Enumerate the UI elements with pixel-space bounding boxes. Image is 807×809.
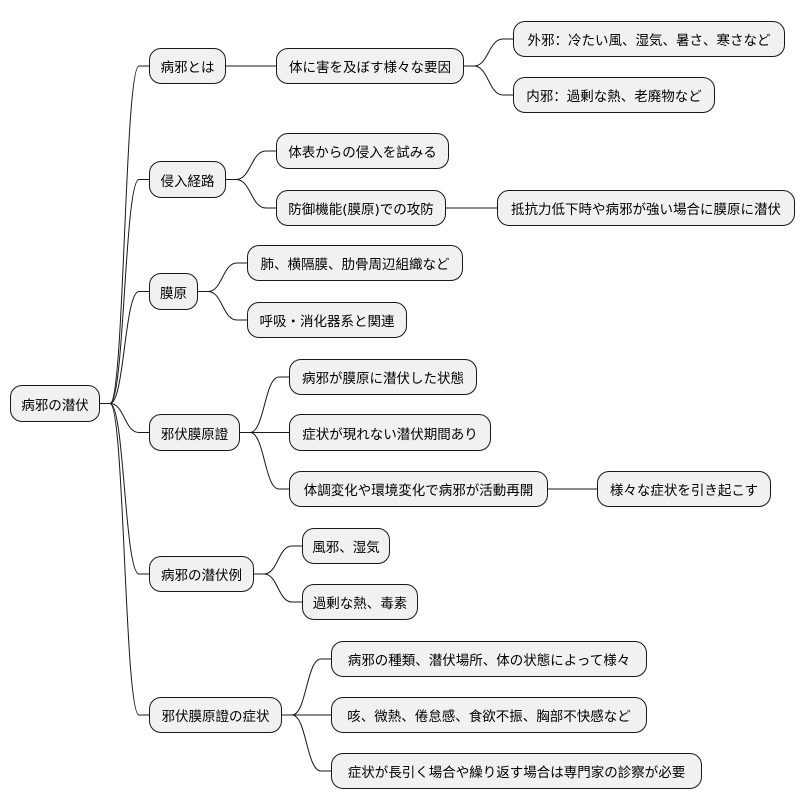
mindmap-root-node: 病邪の潜伏 [10,385,100,422]
mindmap-node: 邪伏膜原證の症状 [149,697,282,733]
edge-root-n1 [100,65,149,404]
mindmap-node: 症状が長引く場合や繰り返す場合は専門家の診察が必要 [331,753,702,789]
mindmap-node: 肺、横隔膜、肋骨周辺組織など [247,245,463,281]
edge-root-n5 [100,403,149,575]
edge-root-n4 [100,403,149,433]
edge-n4-n4c [240,432,289,490]
edge-root-n2 [100,179,149,404]
mindmap-node: 過剰な熱、毒素 [302,584,418,620]
mindmap-node: 体表からの侵入を試みる [276,133,449,169]
mindmap-node: 体に害を及ぼす様々な要因 [276,48,464,84]
mindmap-node: 様々な症状を引き起こす [597,471,771,507]
mindmap-node: 膜原 [149,273,198,310]
mindmap-node: 病邪とは [149,48,226,84]
edge-n6-n6c [282,714,331,772]
mindmap-node: 症状が現れない潜伏期間あり [289,414,491,451]
edge-n1a-n1a1 [464,38,513,67]
edge-n2-n2a [226,150,276,180]
edge-n5-n5a [254,545,302,575]
mindmap-node: 病邪が膜原に潜伏した状態 [289,359,477,395]
mindmap-node: 外邪：冷たい風、湿気、暑さ、寒さなど [513,21,785,57]
mindmap-node: 病邪の潜伏例 [149,556,254,592]
mindmap-node: 風邪、湿気 [302,528,390,564]
edge-n4-n4a [240,376,289,433]
mindmap-node: 侵入経路 [149,161,226,198]
mindmap-node: 咳、微熱、倦怠感、食欲不振、胸部不快感など [331,697,647,733]
edge-n3-n3b [198,291,247,321]
edge-n6-n6a [282,658,331,716]
mindmap-node: 抵抗力低下時や病邪が強い場合に膜原に潜伏 [497,190,795,226]
mindmap-node: 内邪：過剰な熱、老廃物など [513,77,715,113]
mindmap-node: 邪伏膜原證 [149,414,240,451]
edge-n3-n3a [198,262,247,292]
edge-n2-n2b [226,179,276,209]
edge-root-n3 [100,291,149,404]
mindmap-node: 病邪の種類、潜伏場所、体の状態によって様々 [331,641,647,677]
edge-n5-n5b [254,573,302,603]
edge-n1a-n1a2 [464,65,513,96]
edge-root-n6 [100,403,149,716]
mindmap-node: 体調変化や環境変化で病邪が活動再開 [289,471,548,507]
mindmap-node: 呼吸・消化器系と関連 [247,302,407,338]
mindmap-node: 防御機能(膜原)での攻防 [276,190,446,226]
